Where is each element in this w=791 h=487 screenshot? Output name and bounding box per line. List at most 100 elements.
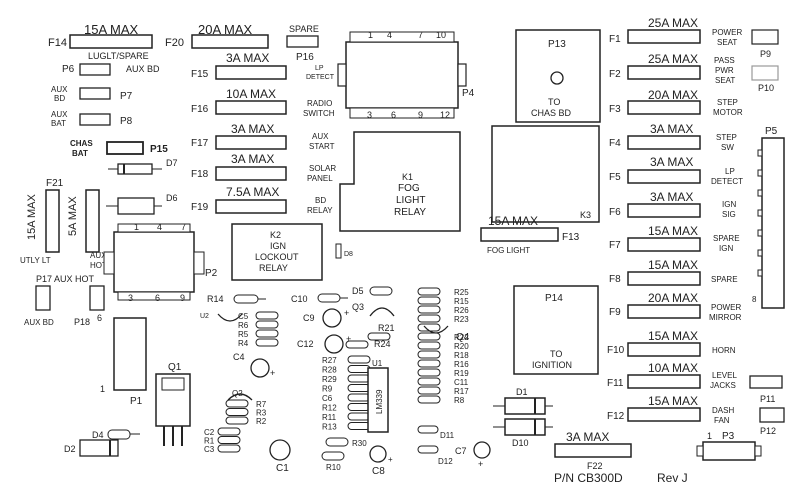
relay-k2[interactable]: K2 IGN LOCKOUT RELAY (231, 223, 323, 281)
diode-d12: D12 (417, 445, 453, 466)
svg-text:SWITCH: SWITCH (303, 109, 335, 118)
fuse-f19[interactable]: 7.5A MAX F19 BD RELAY (191, 185, 333, 215)
connector-p6[interactable]: P6 AUX BD (62, 63, 160, 76)
resistor-label: R26 (454, 306, 469, 315)
svg-text:SEAT: SEAT (715, 76, 735, 85)
connector-p13-ref: P13 (548, 39, 566, 50)
connector-p15[interactable]: CHAS BAT P15 (70, 139, 168, 158)
relay-k1[interactable]: K1 FOG LIGHT RELAY (339, 131, 461, 232)
fuse-f15-rating: 3A MAX (226, 51, 269, 65)
fuse-f11[interactable]: 10A MAX F11 LEVEL JACKS (607, 361, 737, 390)
fuse-f15[interactable]: 3A MAX F15 LP DETECT (191, 51, 335, 81)
fuse-f8[interactable]: 15A MAX F8 SPARE (609, 258, 738, 286)
resistor-body (417, 368, 441, 377)
connector-p18[interactable]: P18 6 (74, 285, 105, 327)
connector-p9[interactable]: P9 (751, 29, 779, 59)
fuse-f7[interactable]: 15A MAX F7 SPARE IGN (609, 224, 740, 253)
connector-p16-ref: P16 (296, 52, 314, 63)
fuse-f4-ref: F4 (609, 138, 621, 149)
svg-text:RELAY: RELAY (307, 206, 333, 215)
relay-k2-line: IGN (270, 241, 286, 251)
diode-d11: D11 (417, 425, 455, 440)
connector-p17-label: P17 AUX HOT (36, 274, 95, 284)
resistor-r30-ref: R30 (352, 439, 367, 448)
p4-pin: 10 (436, 30, 446, 40)
fuse-f19-rating: 7.5A MAX (226, 185, 279, 199)
resistor-label: R27 (322, 356, 337, 365)
fuse-f4[interactable]: 3A MAX F4 STEP SW (609, 122, 737, 152)
svg-text:SEAT: SEAT (717, 38, 737, 47)
capacitor-c4: C4 + (233, 352, 275, 378)
connector-p7[interactable]: AUX BD P7 (51, 85, 133, 103)
connector-p3[interactable]: 1 P3 (696, 431, 762, 461)
capacitor-c1-ref: C1 (276, 463, 289, 474)
resistor-label: R19 (454, 369, 469, 378)
connector-p11-ref: P11 (760, 394, 775, 404)
resistor-r10-ref: R10 (326, 463, 341, 472)
resistor-body (417, 395, 441, 404)
connector-p3-ref: P3 (722, 431, 735, 442)
resistor-body (417, 296, 441, 305)
fuse-f17[interactable]: 3A MAX F17 AUX START (191, 122, 335, 151)
fuse-f18[interactable]: 3A MAX F18 SOLAR PANEL (191, 152, 336, 183)
connector-p13[interactable]: P13 TO CHAS BD (515, 29, 601, 123)
fuse-f5[interactable]: 3A MAX F5 LP DETECT (609, 155, 743, 186)
chip-u1-model: LM339 (375, 389, 384, 414)
svg-text:POWER: POWER (711, 303, 741, 312)
diode-d2-ref: D2 (64, 444, 76, 454)
connector-p16[interactable]: SPARE P16 (286, 24, 319, 63)
diode-d4-ref: D4 (92, 430, 104, 440)
transistor-q2: Q2 (227, 389, 253, 401)
capacitor-c7: C7 + (455, 441, 491, 469)
transistor-q4: Q4 (423, 325, 470, 343)
fuse-f1[interactable]: 25A MAX F1 POWER SEAT (609, 16, 742, 47)
fuse-f16-rating: 10A MAX (226, 87, 276, 101)
connector-p9-ref: P9 (760, 49, 771, 59)
connector-p12[interactable]: P12 (759, 407, 785, 436)
fuse-f22[interactable]: 3A MAX F22 (554, 430, 632, 471)
resistor-body (255, 320, 279, 329)
svg-text:BAT: BAT (51, 119, 66, 128)
fuse-f22-ref: F22 (587, 461, 603, 471)
fuse-f12[interactable]: 15A MAX F12 DASH FAN (607, 394, 734, 425)
connector-p14[interactable]: P14 TO IGNITION (513, 285, 599, 375)
connector-p11[interactable]: P11 (749, 375, 783, 404)
fuse-f1-rating: 25A MAX (648, 16, 698, 30)
fuse-f9[interactable]: 20A MAX F9 POWER MIRROR (609, 291, 742, 322)
connector-p17[interactable]: P17 AUX HOT AUX BD (24, 274, 95, 327)
connector-p1[interactable]: 1 P1 (100, 317, 147, 407)
connector-p10[interactable]: P10 (751, 65, 779, 93)
connector-p5[interactable]: P5 8 (752, 126, 785, 309)
fuse-f6[interactable]: 3A MAX F6 IGN SIG (609, 190, 736, 219)
connector-p16-note: SPARE (289, 24, 319, 34)
connector-p10-ref: P10 (758, 83, 774, 93)
connector-p8[interactable]: AUX BAT P8 (51, 110, 133, 128)
svg-text:DETECT: DETECT (306, 74, 335, 81)
resistor-label: R7 (256, 400, 267, 409)
fuse-f2[interactable]: 25A MAX F2 PASS PWR SEAT (609, 52, 735, 85)
resistor-body (347, 365, 371, 373)
connector-p5-ref: P5 (765, 126, 778, 137)
fuse-f13[interactable]: 15A MAX F13 FOG LIGHT (480, 214, 580, 255)
fuse-f20[interactable]: 20A MAX F20 (165, 22, 269, 49)
capacitor-c10-ref: C10 (291, 294, 308, 304)
connector-p6-note: AUX BD (126, 64, 160, 74)
connector-p2[interactable]: 1 4 7 3 6 9 P2 (103, 222, 218, 303)
capacitor-c8: C8 + (369, 445, 393, 477)
relay-k3[interactable]: K3 (491, 125, 600, 223)
fuse-f10[interactable]: 15A MAX F10 HORN (607, 329, 736, 357)
relay-k2-line: LOCKOUT (255, 252, 299, 262)
connector-p4[interactable]: 1 4 7 10 3 6 9 12 P4 (337, 30, 475, 120)
fuse-f14[interactable]: 15A MAX F14 LUGLT/SPARE (48, 22, 153, 61)
fuse-f16[interactable]: 10A MAX F16 RADIO SWITCH (191, 87, 335, 118)
p2-pin: 3 (128, 293, 133, 303)
svg-text:STEP: STEP (716, 133, 737, 142)
fuse-f21[interactable]: F21 15A MAX 5A MAX UTLY LT AUX HOT (20, 178, 107, 270)
resistor-body (347, 403, 371, 411)
fuse-f3-rating: 20A MAX (648, 88, 698, 102)
transistor-q1-ref: Q1 (168, 362, 182, 373)
fuse-f3[interactable]: 20A MAX F3 STEP MOTOR (609, 88, 743, 117)
diode-d12-ref: D12 (438, 457, 453, 466)
svg-text:PANEL: PANEL (307, 174, 333, 183)
